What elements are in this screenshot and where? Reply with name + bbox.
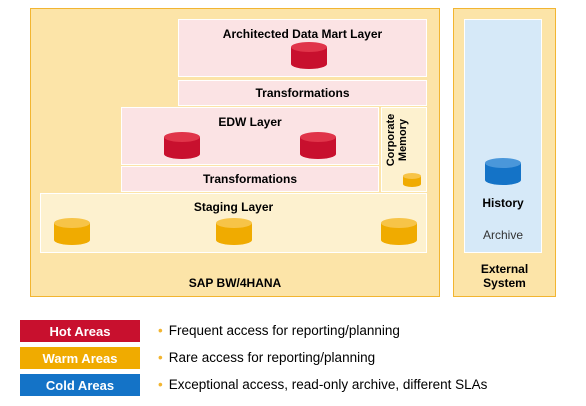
- warm-database-icon: [216, 218, 252, 245]
- cold-areas-label: Cold Areas: [45, 377, 115, 393]
- external-system-label: External System: [453, 262, 556, 290]
- hot-areas-text: Frequent access for reporting/planning: [168, 323, 400, 338]
- warm-database-icon: [381, 218, 417, 245]
- transformations-top-label: Transformations: [255, 86, 350, 100]
- corporate-memory-label: Corporate Memory: [385, 105, 413, 175]
- warm-areas-badge: Warm Areas: [20, 347, 140, 369]
- edw-layer: EDW Layer: [121, 107, 379, 165]
- hot-areas-badge: Hot Areas: [20, 320, 140, 342]
- bw4hana-label: SAP BW/4HANA: [188, 276, 282, 290]
- transformations-bottom-label: Transformations: [202, 172, 298, 186]
- external-system-line1: External: [480, 262, 529, 276]
- corporate-memory-line2: Memory: [397, 118, 409, 162]
- transformations-top-layer: Transformations: [178, 80, 427, 106]
- bullet-icon: •: [158, 350, 163, 365]
- cold-areas-description: • Exceptional access, read-only archive, …: [158, 377, 487, 392]
- cold-areas-badge: Cold Areas: [20, 374, 140, 396]
- bullet-icon: •: [158, 323, 163, 338]
- transformations-bottom-layer: Transformations: [121, 166, 379, 192]
- warm-areas-description: • Rare access for reporting/planning: [158, 350, 375, 365]
- hot-areas-label: Hot Areas: [49, 323, 111, 339]
- staging-layer-label: Staging Layer: [193, 200, 274, 214]
- cold-database-icon: [485, 158, 521, 185]
- hot-database-icon: [164, 132, 200, 159]
- history-layer: [464, 19, 542, 253]
- hot-database-icon: [300, 132, 336, 159]
- hot-areas-description: • Frequent access for reporting/planning: [158, 323, 400, 338]
- external-system-line2: System: [483, 276, 526, 290]
- hot-database-icon: [291, 42, 327, 69]
- warm-database-icon: [54, 218, 90, 245]
- architected-data-mart-label: Architected Data Mart Layer: [222, 27, 383, 41]
- warm-database-icon: [403, 173, 421, 187]
- cold-areas-text: Exceptional access, read-only archive, d…: [168, 377, 488, 392]
- edw-layer-label: EDW Layer: [218, 115, 282, 129]
- bullet-icon: •: [158, 377, 163, 392]
- archive-label: Archive: [482, 228, 523, 242]
- warm-areas-label: Warm Areas: [42, 350, 118, 366]
- history-label: History: [482, 196, 524, 210]
- corporate-memory-line1: Corporate: [385, 113, 397, 167]
- warm-areas-text: Rare access for reporting/planning: [168, 350, 376, 365]
